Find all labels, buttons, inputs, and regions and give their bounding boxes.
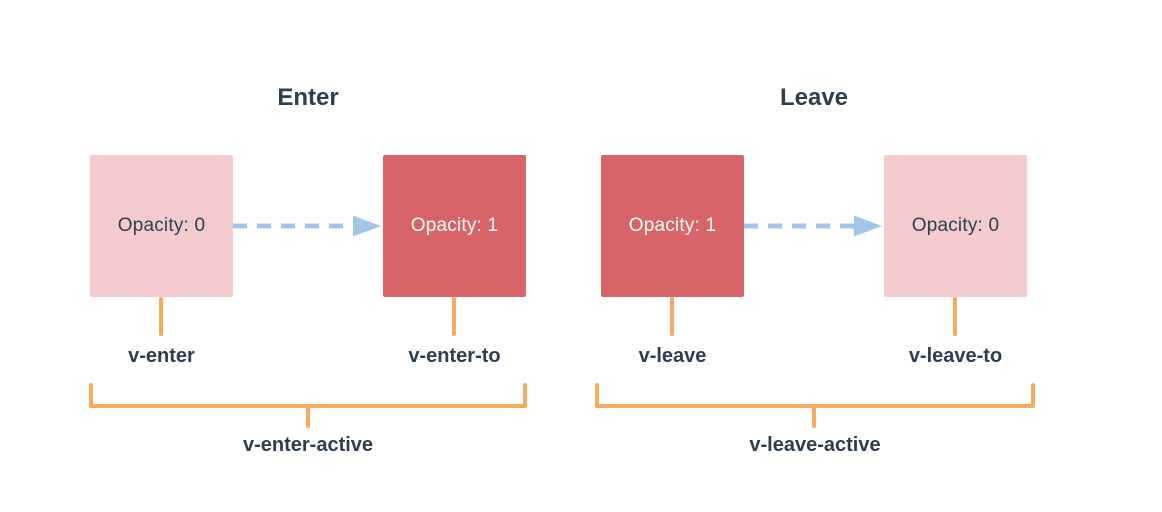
class-label-v-enter: v-enter [128, 345, 195, 367]
bracket-outline [89, 383, 527, 408]
connector-stem [452, 297, 456, 336]
active-range-bracket [89, 383, 527, 428]
opacity-box-enter-to: Opacity: 1 [383, 155, 526, 297]
class-label-v-enter-active: v-enter-active [242, 434, 374, 456]
class-label-v-leave-to: v-leave-to [908, 345, 1003, 367]
connector-stem [159, 297, 163, 336]
enter-section-title: Enter [277, 84, 339, 111]
opacity-box-leave-to-label: Opacity: 0 [911, 215, 1000, 236]
active-range-bracket [595, 383, 1035, 428]
arrow-head [353, 215, 381, 237]
class-label-v-leave: v-leave [638, 345, 707, 367]
opacity-box-enter-to-label: Opacity: 1 [410, 215, 499, 236]
dashed-arrow-icon [233, 215, 381, 237]
connector-stem [670, 297, 674, 336]
opacity-box-enter-from-label: Opacity: 0 [117, 215, 206, 236]
opacity-box-leave-from: Opacity: 1 [601, 155, 744, 297]
arrow-head [854, 215, 882, 237]
connector-stem [953, 297, 957, 336]
opacity-box-leave-from-label: Opacity: 1 [628, 215, 717, 236]
dashed-arrow-icon [744, 215, 882, 237]
opacity-box-leave-to: Opacity: 0 [884, 155, 1027, 297]
class-label-v-leave-active: v-leave-active [749, 434, 881, 456]
bracket-outline [595, 383, 1035, 408]
class-label-v-enter-to: v-enter-to [408, 345, 501, 367]
leave-section-title: Leave [779, 84, 849, 111]
opacity-box-enter-from: Opacity: 0 [90, 155, 233, 297]
